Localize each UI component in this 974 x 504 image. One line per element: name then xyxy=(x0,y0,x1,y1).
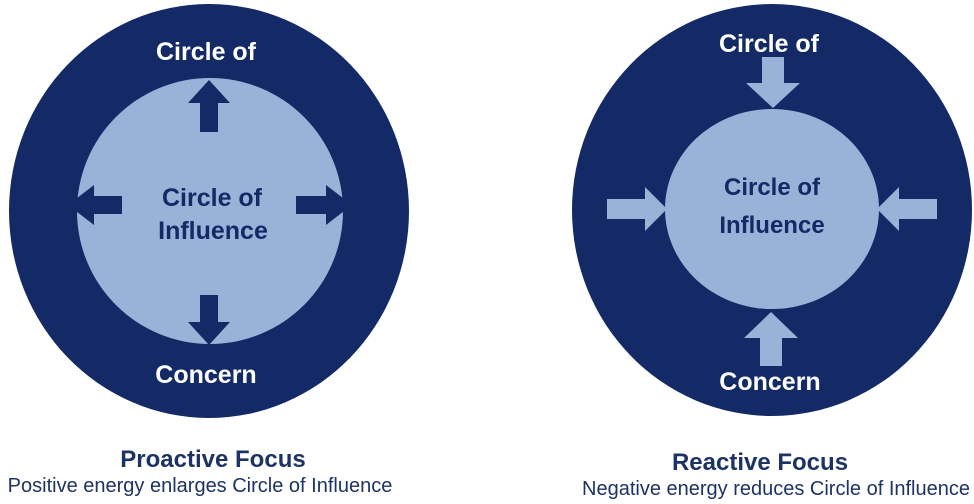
reactive-caption-title: Reactive Focus xyxy=(671,449,849,476)
arrow-left-outward-icon xyxy=(68,185,122,225)
reactive-caption-subtitle: Negative energy reduces Circle of Influe… xyxy=(582,478,970,500)
proactive-caption-subtitle: Positive energy enlarges Circle of Influ… xyxy=(7,475,393,497)
reactive-circle-of-influence xyxy=(665,109,879,309)
reactive-inner-label-line2: Influence xyxy=(719,212,824,239)
circles-graphic: Circle of Circle of Influence Concern Ci… xyxy=(9,4,972,418)
arrow-right-outward-icon xyxy=(296,185,352,225)
proactive-outer-label-top: Circle of xyxy=(156,38,257,66)
proactive-outer-label-bottom: Concern xyxy=(155,361,256,389)
diagram-proactive: Circle of Circle of Influence Concern xyxy=(9,4,409,418)
arrow-up-outward-icon xyxy=(188,80,230,132)
arrow-up-inward-icon xyxy=(744,312,798,366)
arrow-right-inward-icon xyxy=(607,187,667,231)
reactive-outer-label-top: Circle of xyxy=(719,30,820,58)
proactive-circle-of-influence xyxy=(77,78,343,344)
proactive-caption-title: Proactive Focus xyxy=(120,446,306,473)
arrow-down-outward-icon xyxy=(188,295,230,345)
proactive-inner-label-line1: Circle of xyxy=(162,184,263,212)
diagram-reactive: Circle of Circle of Influence Concern xyxy=(572,4,972,416)
reactive-outer-label-bottom: Concern xyxy=(719,368,820,396)
reactive-inner-label-line1: Circle of xyxy=(724,174,821,201)
proactive-inner-label-line2: Influence xyxy=(158,217,268,245)
arrow-left-inward-icon xyxy=(877,187,937,231)
arrow-down-inward-icon xyxy=(746,57,800,108)
